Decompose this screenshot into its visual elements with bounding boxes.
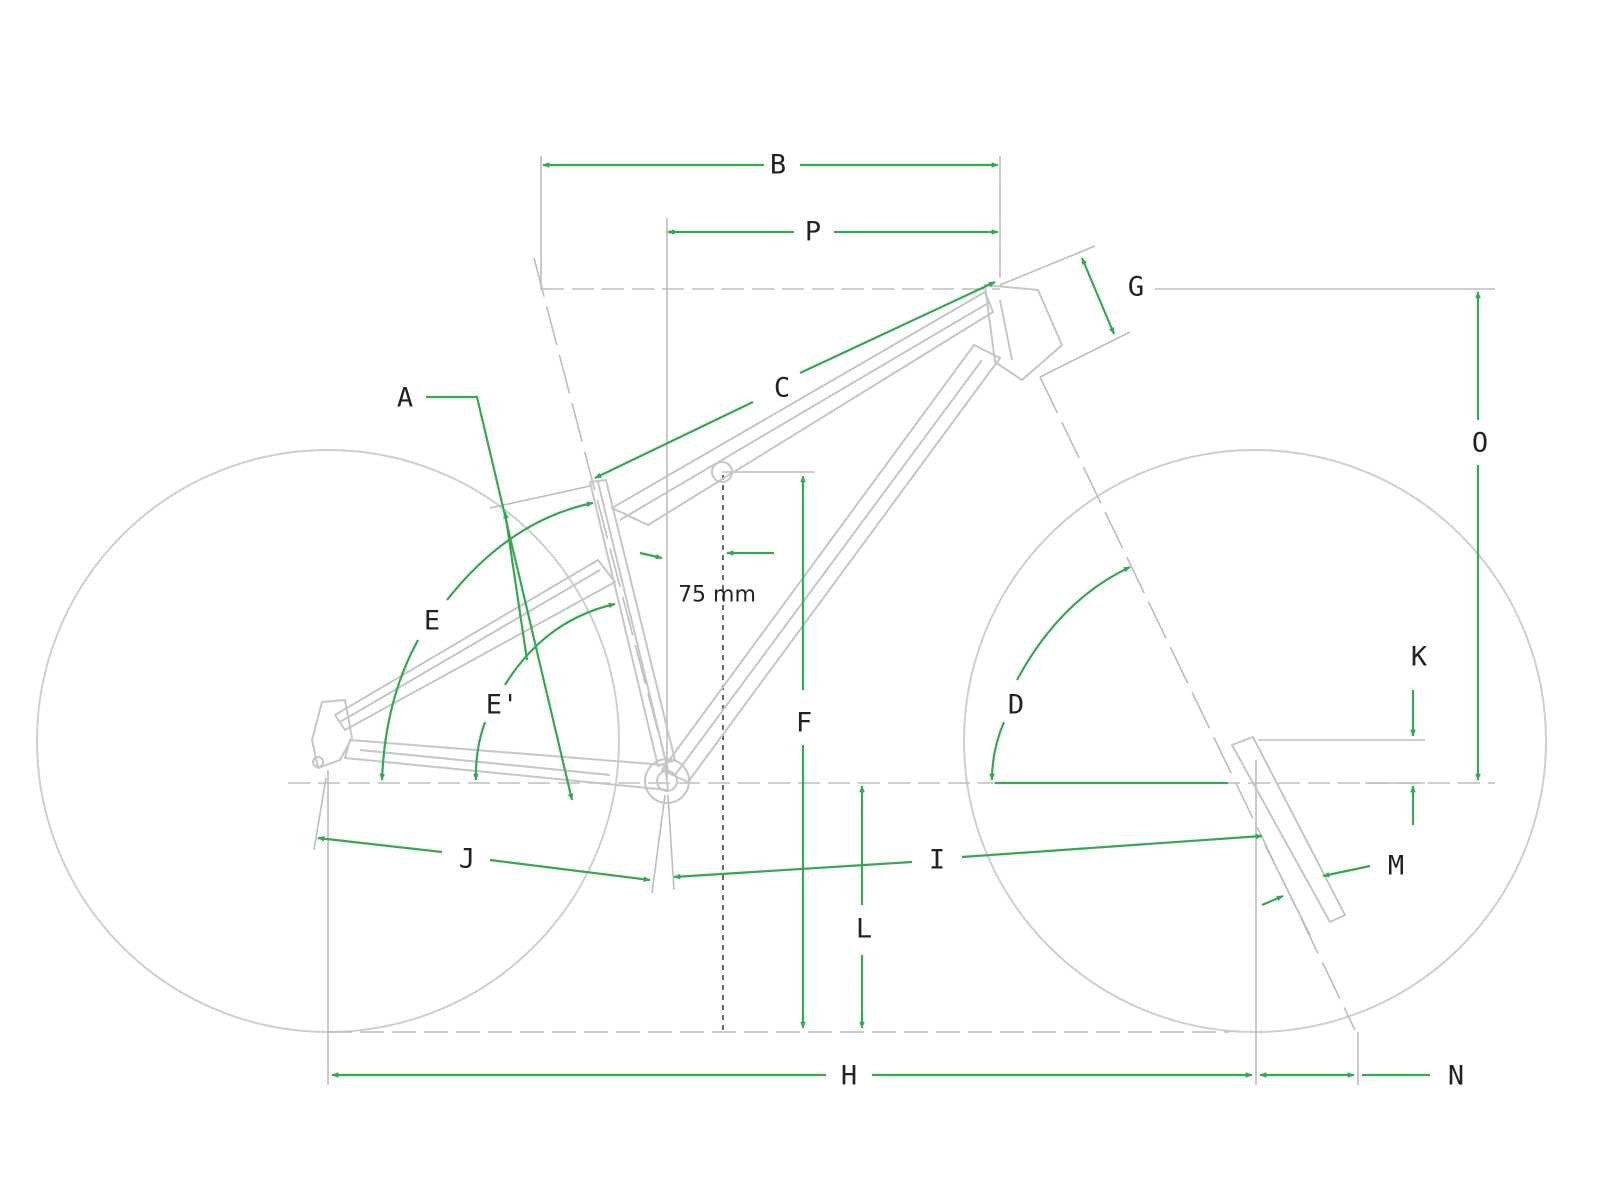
- label-75mm: 75 mm: [678, 583, 756, 608]
- label-n: N: [1448, 1061, 1464, 1092]
- label-g: G: [1128, 272, 1144, 303]
- bb-tick-right: [667, 794, 675, 891]
- dimension-m-left: [1261, 894, 1284, 907]
- dimension-c-upper: [799, 281, 996, 374]
- dimension-d-arc-lower: [989, 721, 1006, 781]
- label-e: E: [424, 606, 440, 637]
- bb-tick: [651, 794, 666, 894]
- label-m: M: [1388, 851, 1404, 882]
- measure-75mm-arrow-left: [639, 551, 663, 560]
- label-e-prime: E': [486, 690, 519, 721]
- label-h: H: [841, 1061, 857, 1092]
- label-o: O: [1472, 428, 1488, 459]
- dimension-c-lower: [594, 401, 754, 479]
- label-a: A: [397, 383, 413, 414]
- label-l: L: [856, 914, 872, 945]
- dimension-i-right: [961, 833, 1263, 859]
- dimension-e-prime-arc-upper: [504, 602, 616, 686]
- rear-axle-tick: [313, 777, 327, 851]
- dimension-e-arc-lower: [379, 639, 419, 781]
- dimension-g: [1080, 257, 1116, 335]
- seat-angle-guide: [489, 485, 591, 509]
- fork-offset-guide: [1264, 844, 1311, 936]
- dimension-m-right: [1322, 864, 1371, 878]
- label-p: P: [805, 217, 821, 248]
- dimension-j-right: [489, 858, 651, 882]
- label-c: C: [774, 373, 790, 404]
- dimension-j-left: [317, 835, 443, 854]
- front-wheel: [963, 449, 1547, 1033]
- label-b: B: [770, 150, 786, 181]
- label-f: F: [796, 708, 812, 739]
- dimension-d-arc-upper: [1016, 566, 1131, 681]
- seat-tube-axis-line: [533, 257, 669, 771]
- dimension-a-upper: [503, 511, 529, 661]
- dimension-e-prime-arc-lower: [472, 721, 487, 781]
- label-k: K: [1411, 642, 1428, 673]
- label-i: I: [929, 845, 945, 876]
- label-d: D: [1008, 690, 1024, 721]
- dimension-e-arc-upper: [446, 501, 594, 601]
- dimension-a-leader: [426, 395, 574, 801]
- dimension-i-left: [673, 860, 913, 880]
- label-j: J: [459, 844, 475, 875]
- head-tube-bottom-guide: [1039, 331, 1131, 378]
- bike-frame: [311, 284, 1346, 923]
- head-tube-top-guide: [999, 245, 1096, 286]
